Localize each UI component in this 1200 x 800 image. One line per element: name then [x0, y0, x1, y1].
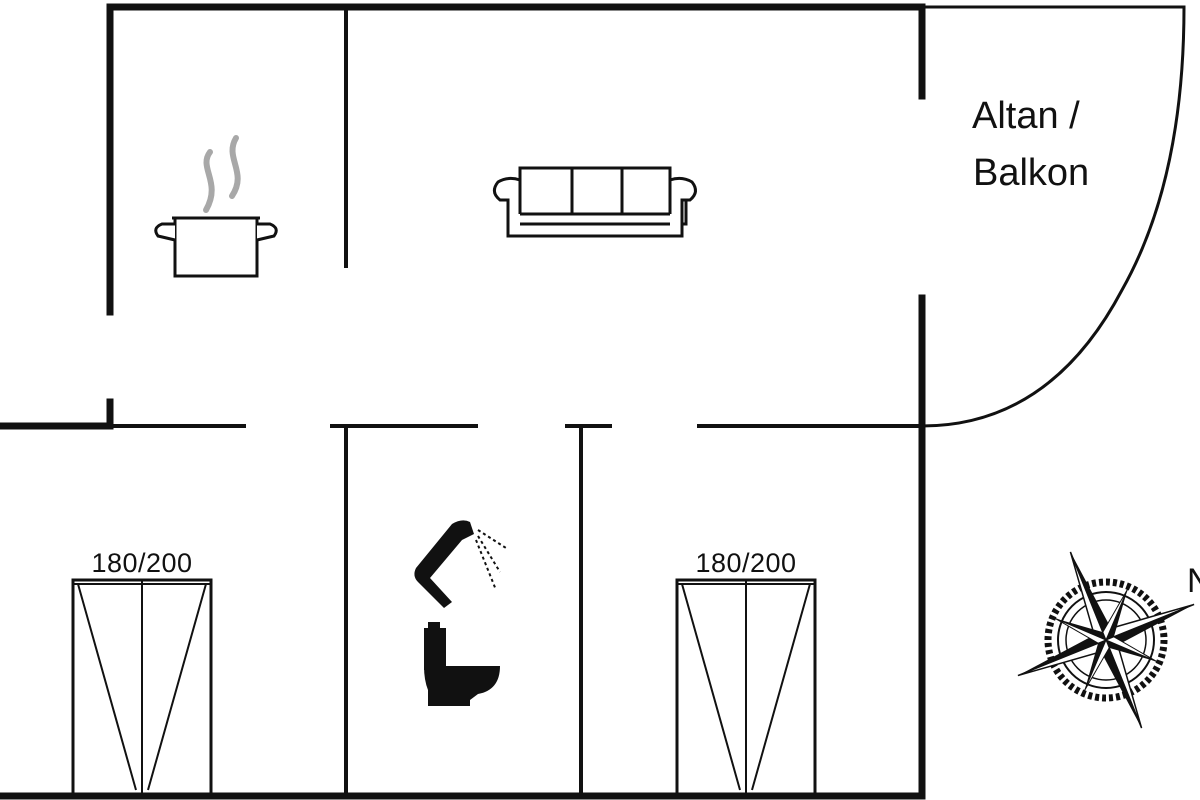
compass-rose-icon — [1017, 551, 1195, 729]
cooking-pot-icon — [154, 216, 278, 278]
north-marker: N — [1187, 562, 1200, 600]
bed-size-label-left: 180/200 — [91, 548, 192, 578]
balcony-outline — [921, 5, 1186, 428]
bed-size-label-right: 180/200 — [695, 548, 796, 578]
double-bed-icon — [71, 578, 213, 796]
interior-walls — [110, 7, 922, 796]
toilet-icon — [424, 622, 500, 706]
sofa-icon — [493, 166, 697, 238]
double-bed-icon — [675, 578, 817, 796]
outer-walls — [0, 3, 926, 800]
balcony-label-line2: Balkon — [973, 152, 1089, 194]
shower-icon — [414, 520, 507, 608]
balcony-label-line1: Altan / — [972, 95, 1080, 137]
steam-icon — [203, 135, 241, 213]
